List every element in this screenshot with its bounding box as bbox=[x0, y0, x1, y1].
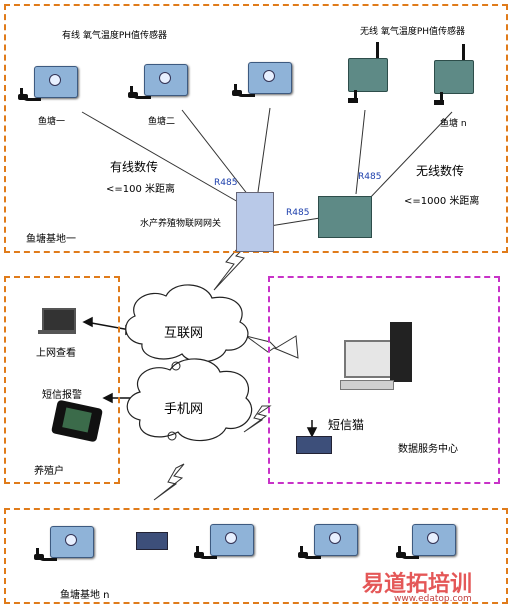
wired-distance-text: <=100 米距离 bbox=[106, 184, 176, 195]
watermark-brand: 易道拓培训 bbox=[362, 572, 473, 597]
wireless-receiver-device bbox=[318, 196, 372, 238]
computer-keyboard bbox=[38, 330, 76, 334]
server-keyboard-icon bbox=[340, 380, 394, 390]
watermark-url: www.edatop.com bbox=[394, 594, 472, 604]
pond-base-n-label: 鱼塘基地 n bbox=[60, 590, 110, 601]
pond-n-label: 鱼塘 n bbox=[440, 119, 467, 129]
server-monitor-icon bbox=[344, 340, 392, 378]
wired-sensor-2 bbox=[128, 60, 190, 106]
wireless-sensor-n bbox=[430, 44, 476, 106]
internet-cloud-label: 互联网 bbox=[164, 326, 204, 341]
wireless-sensor-1 bbox=[344, 42, 390, 104]
sms-alarm-label: 短信报警 bbox=[42, 390, 82, 401]
rs485-label-c: R485 bbox=[286, 208, 310, 218]
pond-base-one-region bbox=[4, 4, 508, 253]
farmer-region-label: 养殖户 bbox=[34, 466, 64, 477]
mobile-network-cloud-label: 手机网 bbox=[164, 402, 204, 417]
data-center-region bbox=[268, 276, 500, 484]
web-view-label: 上网查看 bbox=[36, 348, 76, 359]
server-tower-icon bbox=[390, 322, 412, 382]
bottom-sensor-2 bbox=[194, 520, 256, 566]
wired-transmission-text: 有线数传 bbox=[110, 160, 159, 174]
sms-modem-icon bbox=[296, 436, 332, 454]
wired-sensor-1 bbox=[18, 62, 80, 108]
wired-sensor-label: 有线 氧气温度PH值传感器 bbox=[62, 31, 168, 41]
gateway-label: 水产养殖物联网网关 bbox=[140, 219, 222, 229]
pond-base-one-label: 鱼塘基地一 bbox=[26, 234, 76, 245]
wired-sensor-3 bbox=[232, 58, 294, 104]
wireless-sensor-label: 无线 氧气温度PH值传感器 bbox=[360, 27, 466, 37]
bottom-wireless-module bbox=[136, 532, 168, 550]
sms-modem-label: 短信猫 bbox=[328, 418, 365, 432]
pond-1-label: 鱼塘一 bbox=[38, 117, 66, 127]
bottom-sensor-3 bbox=[298, 520, 360, 566]
data-center-label: 数据服务中心 bbox=[398, 444, 458, 455]
rs485-label-b: R485 bbox=[358, 172, 382, 182]
wireless-transmission-text: 无线数传 bbox=[416, 164, 465, 178]
bottom-sensor-4 bbox=[396, 520, 458, 566]
pond-base-n-region bbox=[4, 508, 508, 604]
pond-2-label: 鱼塘二 bbox=[148, 117, 176, 127]
farmer-region bbox=[4, 276, 120, 484]
bottom-sensor-1 bbox=[34, 522, 96, 568]
rs485-label-a: R485 bbox=[214, 178, 238, 188]
wireless-distance-text: <=1000 米距离 bbox=[404, 196, 480, 207]
iot-gateway-device bbox=[236, 192, 274, 252]
